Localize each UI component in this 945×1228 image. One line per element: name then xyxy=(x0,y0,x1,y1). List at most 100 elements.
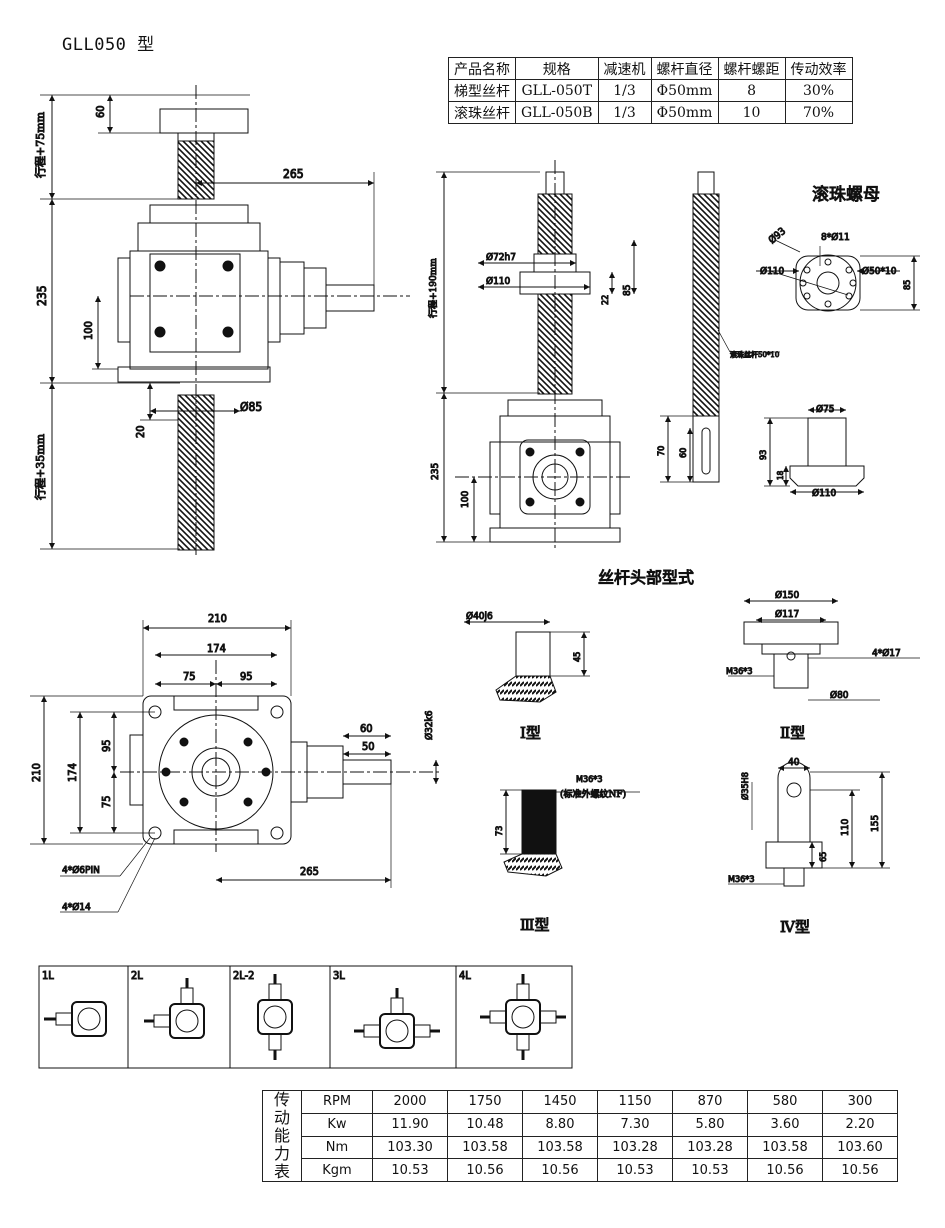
ballscrew-shank xyxy=(692,415,720,483)
ball-nut-title: 滚珠螺母 xyxy=(812,185,880,205)
spec-cell: 30% xyxy=(784,79,853,102)
screw-heads: 丝杆头部型式 Ø40j6 45 Ⅰ型 Ø150 Ø117 4*Ø17 M36*3… xyxy=(464,568,920,937)
bolt xyxy=(154,326,166,338)
ballscrew-end xyxy=(697,171,715,195)
left-flange xyxy=(117,257,131,343)
capacity-cell: 1450 xyxy=(522,1090,598,1114)
type1-45: 45 xyxy=(573,652,583,662)
type4-155: 155 xyxy=(870,815,881,832)
spec-cell: GLL-050T xyxy=(515,79,599,102)
top-dim-210: 210 xyxy=(208,612,227,625)
right-flange xyxy=(267,257,281,343)
capacity-cell: 580 xyxy=(747,1090,823,1114)
top-dim-50: 50 xyxy=(362,740,375,753)
capacity-cell: 103.28 xyxy=(597,1135,673,1160)
config-label-1l: 1L xyxy=(42,969,54,982)
type4-110: 110 xyxy=(840,819,851,836)
ball-nut-view: 滚珠螺母 8*Ø11 Ø93 Ø110 Ø50*10 85 Ø75 93 18 … xyxy=(756,185,920,500)
front-view: 60 行程+75mm 265 235 100 20 Ø85 行程+35mm xyxy=(34,85,410,555)
capacity-cell: 10.56 xyxy=(822,1158,898,1182)
side-flange-left xyxy=(489,441,501,515)
dim-phi85: Ø85 xyxy=(240,400,262,414)
config-3l-icon xyxy=(354,988,440,1049)
capacity-cell: 10.53 xyxy=(672,1158,748,1182)
capacity-row-name: Kw xyxy=(301,1112,373,1137)
nut-93: 93 xyxy=(759,450,769,460)
capacity-cell: 10.56 xyxy=(747,1158,823,1182)
spec-cell: Φ50mm xyxy=(650,79,719,102)
config-4l-icon xyxy=(480,974,566,1060)
capacity-row-kw: Kw 11.90 10.48 8.80 7.30 5.80 3.60 2.20 xyxy=(263,1112,898,1137)
ballscrew-view: 滚珠丝杆50*10 70 60 xyxy=(657,171,780,483)
nut-holes: 8*Ø11 xyxy=(821,231,850,243)
dim-side-100: 100 xyxy=(460,491,471,508)
capacity-cell: 10.56 xyxy=(447,1158,523,1182)
top-plate xyxy=(159,108,249,134)
type1-thread xyxy=(495,675,557,703)
motor-flange xyxy=(279,261,305,335)
type3-label: Ⅲ型 xyxy=(520,916,549,934)
config-strip: 1L 2L 2L-2 3L 4L xyxy=(38,965,573,1069)
side-view: Ø72h7 Ø110 22 85 行程+190mm 235 100 xyxy=(427,160,637,548)
dim-travel-bottom: 行程+35mm xyxy=(34,433,47,500)
capacity-row-name: RPM xyxy=(301,1090,373,1114)
config-2l-2-icon xyxy=(257,974,293,1060)
ballscrew-callout: 滚珠丝杆50*10 xyxy=(730,350,779,359)
capacity-row-rpm: 传动能力表 RPM 2000 1750 1450 1150 870 580 30… xyxy=(262,1090,898,1182)
ballscrew-thread xyxy=(692,193,720,417)
spec-cell: Φ50mm xyxy=(650,101,719,124)
dim-70: 70 xyxy=(657,446,667,456)
capacity-row-kgm: Kgm 10.53 10.56 10.56 10.53 10.53 10.56 … xyxy=(263,1158,898,1182)
ballscrew-keyway xyxy=(701,427,711,475)
motor-housing xyxy=(303,267,327,329)
gearbox-cover xyxy=(149,253,241,353)
spec-header-cell: 规格 xyxy=(515,57,599,80)
capacity-cell: 870 xyxy=(672,1090,748,1114)
type1-shank xyxy=(515,631,551,677)
bolt xyxy=(222,260,234,272)
type2-holes: 4*Ø17 xyxy=(872,647,901,659)
nut-side-body xyxy=(807,417,847,467)
gearbox-cap xyxy=(149,204,249,224)
dim-phi72: Ø72h7 xyxy=(486,251,516,263)
top-dim-pin: 4*Ø6PIN xyxy=(62,864,100,876)
type4-base xyxy=(765,841,823,869)
dim-85: 85 xyxy=(622,285,633,296)
capacity-cell: 103.58 xyxy=(447,1135,523,1160)
capacity-cell: 300 xyxy=(822,1090,898,1114)
capacity-cell: 7.30 xyxy=(597,1112,673,1137)
capacity-row-name: Kgm xyxy=(301,1158,373,1182)
top-dim-210v: 210 xyxy=(30,763,43,782)
type2-label: Ⅱ型 xyxy=(780,724,805,742)
nut-phi110: Ø110 xyxy=(760,265,785,277)
spec-cell: 70% xyxy=(784,101,853,124)
capacity-cell: 10.56 xyxy=(522,1158,598,1182)
spec-table: 产品名称 规格 减速机 螺杆直径 螺杆螺距 传动效率 梯型丝杆 GLL-050T… xyxy=(448,57,853,124)
type4-thread: M36*3 xyxy=(728,875,755,885)
config-label-2l: 2L xyxy=(131,969,143,982)
spec-cell: 1/3 xyxy=(597,79,652,102)
type3-note: (标准外螺纹NF) xyxy=(560,788,626,800)
capacity-cell: 10.53 xyxy=(597,1158,673,1182)
spec-cell: 1/3 xyxy=(597,101,652,124)
type3-thread xyxy=(521,789,557,855)
type3-73: 73 xyxy=(495,826,505,836)
base-plate xyxy=(117,366,271,383)
top-dim-75v: 75 xyxy=(100,795,113,808)
capacity-cell: 10.53 xyxy=(372,1158,448,1182)
top-dim-holes: 4*Ø14 xyxy=(62,901,91,913)
top-dim-265: 265 xyxy=(300,865,319,878)
type2-phi150: Ø150 xyxy=(775,589,800,601)
input-shaft xyxy=(325,284,375,312)
config-2l-icon xyxy=(144,978,205,1039)
nut-side-flange xyxy=(789,465,865,487)
nut-phi93: Ø93 xyxy=(766,225,788,246)
capacity-cell: 5.80 xyxy=(672,1112,748,1137)
spec-cell: GLL-050B xyxy=(515,101,599,124)
spec-header-cell: 产品名称 xyxy=(448,57,516,80)
config-frame xyxy=(38,965,573,1069)
spec-header-cell: 传动效率 xyxy=(784,57,853,80)
type2-phi117: Ø117 xyxy=(775,608,799,620)
top-dim-60: 60 xyxy=(360,722,373,735)
capacity-cell: 103.58 xyxy=(522,1135,598,1160)
